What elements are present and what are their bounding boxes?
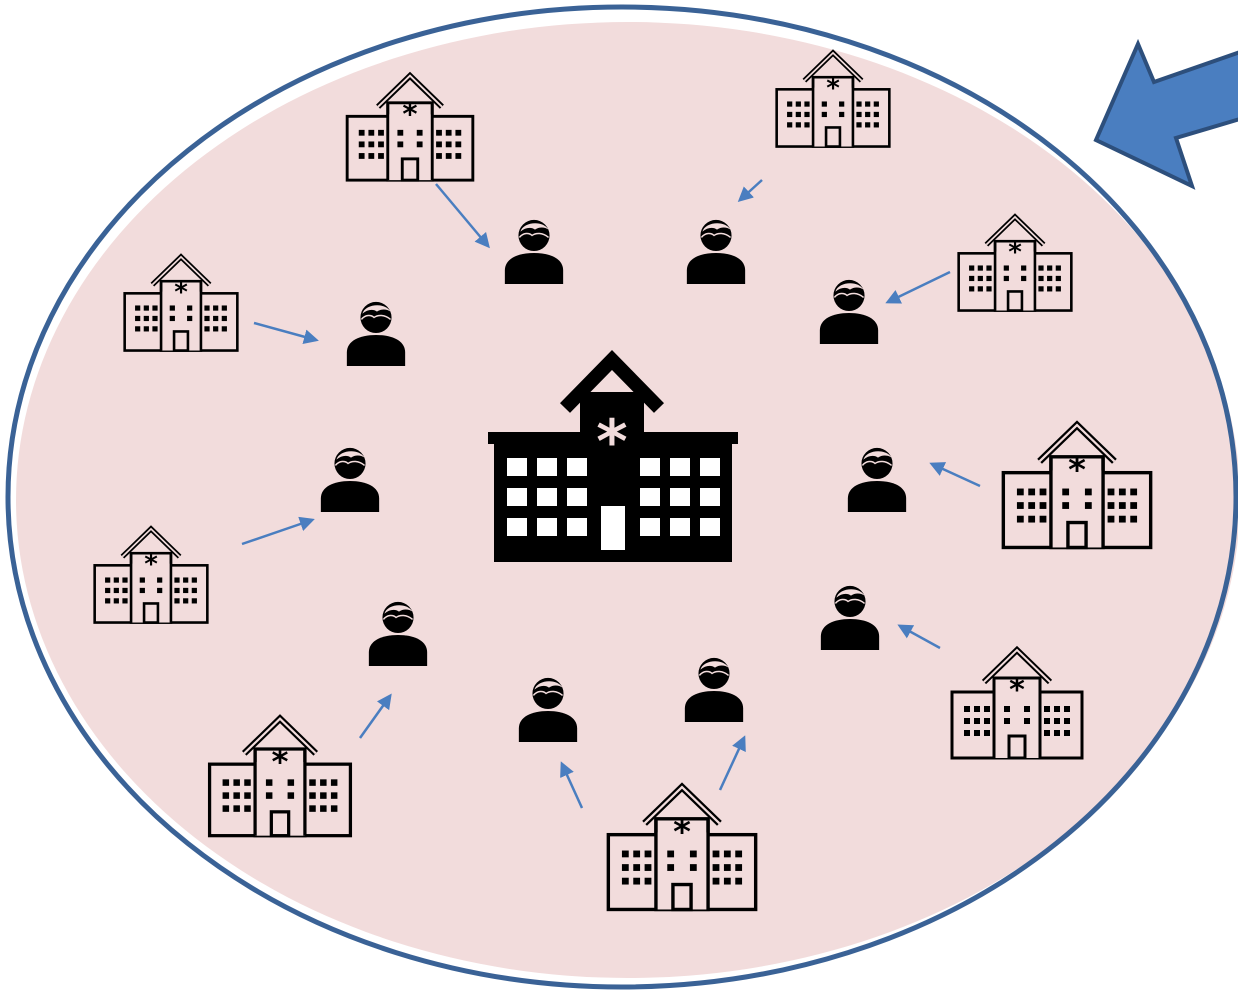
arrow-icon — [560, 761, 584, 809]
central-hospital-icon: * — [488, 349, 738, 562]
arrow-icon — [929, 462, 981, 488]
big-arrow-icon — [1093, 38, 1238, 190]
arrow-icon — [358, 693, 392, 739]
svg-text:*: * — [596, 407, 627, 477]
arrow-icon — [241, 516, 315, 546]
arrow-icon — [897, 624, 941, 650]
arrow-icon — [718, 735, 746, 791]
link-arrows — [241, 179, 981, 809]
arrow-icon — [435, 183, 490, 249]
arrow-icon — [885, 270, 951, 304]
arrow-icon — [737, 179, 763, 203]
arrow-icon — [253, 321, 319, 345]
